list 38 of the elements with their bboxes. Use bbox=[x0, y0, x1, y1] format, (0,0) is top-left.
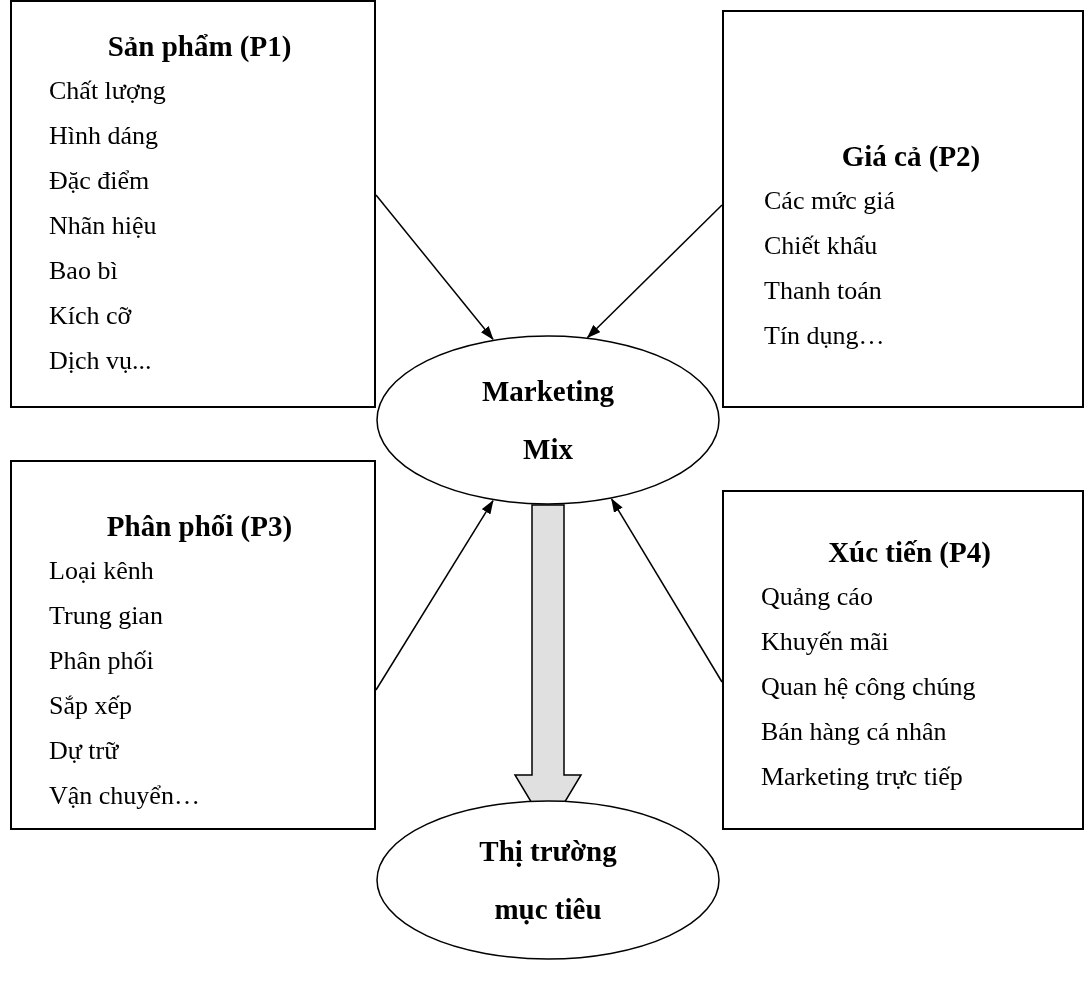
list-item: Loại kênh bbox=[49, 555, 154, 587]
list-item: Quảng cáo bbox=[761, 581, 873, 613]
list-item: Các mức giá bbox=[764, 185, 896, 217]
list-item: Quan hệ công chúng bbox=[761, 671, 976, 703]
arrow bbox=[586, 204, 723, 339]
list-item: Phân phối bbox=[49, 645, 154, 677]
list-item: Trung gian bbox=[49, 600, 163, 632]
list-item: Bao bì bbox=[49, 255, 118, 287]
ellipse-label: Marketing Mix bbox=[480, 374, 616, 467]
arrow bbox=[375, 499, 494, 691]
category-box bbox=[10, 0, 376, 408]
list-item: Nhãn hiệu bbox=[49, 210, 157, 242]
box-heading: Sản phẩm (P1) bbox=[107, 29, 293, 64]
list-item: Khuyến mãi bbox=[761, 626, 889, 658]
category-box bbox=[722, 10, 1084, 408]
list-item: Bán hàng cá nhân bbox=[761, 716, 947, 748]
list-item: Hình dáng bbox=[49, 120, 159, 152]
list-item: Thanh toán bbox=[764, 275, 882, 307]
box-heading: Xúc tiến (P4) bbox=[828, 535, 992, 570]
list-item: Kích cỡ bbox=[49, 300, 132, 332]
ellipse-node bbox=[376, 800, 720, 960]
list-item: Đặc điểm bbox=[49, 165, 150, 197]
box-heading: Phân phối (P3) bbox=[106, 509, 294, 544]
list-item: Chất lượng bbox=[49, 75, 166, 107]
category-box bbox=[722, 490, 1084, 830]
list-item: Chiết khấu bbox=[764, 230, 878, 262]
list-item: Dịch vụ... bbox=[49, 345, 152, 377]
list-item: Vận chuyển… bbox=[49, 780, 200, 812]
arrow bbox=[375, 194, 494, 341]
arrow bbox=[610, 498, 723, 683]
ellipse-label: Thị trường mục tiêu bbox=[478, 834, 618, 927]
category-box bbox=[10, 460, 376, 830]
ellipse-node bbox=[376, 335, 720, 505]
list-item: Marketing trực tiếp bbox=[761, 761, 963, 793]
list-item: Tín dụng… bbox=[764, 320, 885, 352]
list-item: Dự trữ bbox=[49, 735, 119, 767]
list-item: Sắp xếp bbox=[49, 690, 133, 722]
box-heading: Giá cả (P2) bbox=[841, 139, 982, 174]
